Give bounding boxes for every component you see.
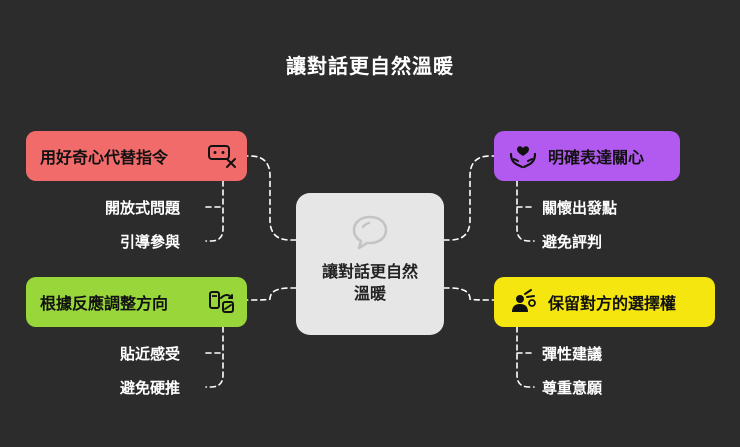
sub-item-respect-wishes: 尊重意願 (542, 379, 603, 397)
branch-respect-choice: 保留對方的選擇權 (494, 277, 715, 327)
sub-item-care-intention: 關懷出發點 (542, 199, 618, 217)
sub-item-close-to-feelings: 貼近感受 (120, 345, 181, 363)
branch-respect-choice-label: 保留對方的選擇權 (548, 294, 677, 313)
branch-curiosity-label: 用好奇心代替指令 (40, 148, 169, 167)
branch-express-care-label: 明確表達關心 (548, 148, 645, 167)
branch-adjust-label: 根據反應調整方向 (40, 294, 169, 313)
branch-curiosity: 用好奇心代替指令 (26, 131, 247, 181)
center-node: 讓對話更自然溫暖 (296, 193, 444, 335)
sub-item-avoid-pushing: 避免硬推 (120, 379, 181, 397)
center-label: 讓對話更自然溫暖 (321, 262, 418, 303)
person-choice-icon (508, 287, 538, 317)
branch-adjust: 根據反應調整方向 (26, 277, 247, 327)
adjust-direction-icon (207, 287, 237, 317)
sub-item-avoid-judging: 避免評判 (542, 233, 603, 251)
sub-item-flexible-suggestions: 彈性建議 (542, 345, 603, 363)
chat-cross-icon (207, 141, 237, 171)
branch-express-care: 明確表達關心 (494, 131, 680, 181)
sub-item-open-questions: 開放式問題 (105, 199, 181, 217)
sub-item-guide-participation: 引導參與 (120, 233, 181, 251)
diagram-title: 讓對話更自然溫暖 (286, 54, 454, 78)
caring-hands-heart-icon (508, 141, 538, 171)
speech-bubble-icon (350, 213, 390, 255)
